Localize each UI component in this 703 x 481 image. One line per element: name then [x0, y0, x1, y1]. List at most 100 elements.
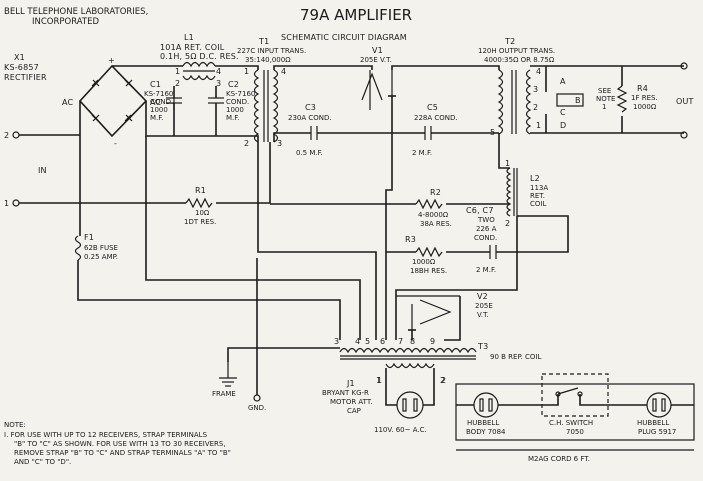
note-line-3: REMOVE STRAP "B" TO "C" AND STRAP TERMIN…	[14, 449, 231, 457]
plug-brand: HUBBELL	[637, 419, 669, 427]
c6c7-qty: TWO	[477, 216, 495, 224]
frame-ground: FRAME	[212, 362, 237, 398]
r4-ref: R4	[637, 84, 648, 93]
l2-pin-2: 2	[505, 219, 510, 228]
j1-brand: BRYANT KG-R	[322, 389, 369, 397]
l1-pin-4: 4	[216, 67, 221, 76]
c1-unit: M.F.	[150, 114, 163, 122]
wiring	[19, 65, 694, 406]
l1-type: 101A RET. COIL	[160, 43, 225, 52]
r2-ref: R2	[430, 188, 441, 197]
coil-l2: 1 2 L2 113A RET. COIL	[505, 159, 548, 228]
note-line-2: "B" TO "C" AS SHOWN. FOR USE WITH 13 TO …	[14, 440, 226, 448]
resistor-r1: R1 10Ω 1DT RES.	[184, 186, 216, 226]
t2-pin-2: 2	[533, 103, 538, 112]
t2-terminal-b: B	[575, 96, 581, 105]
v1-type: 205E V.T.	[360, 56, 392, 64]
frame-label: FRAME	[212, 390, 236, 398]
input-terminal-1	[12, 199, 20, 207]
t3-pin-9: 9	[430, 337, 435, 346]
t3-pin-4: 4	[355, 337, 360, 346]
note-heading: NOTE:	[4, 421, 26, 429]
rectifier-x1: X1 KS-6857 RECTIFIER AC AC + -	[4, 53, 161, 148]
tube-v1: V1 205E V.T.	[360, 46, 396, 110]
fuse-f1: F1 62B FUSE 0.25 AMP.	[74, 233, 118, 261]
coil-l1: L1 101A RET. COIL 0.1H, 5Ω D.C. RES. 1 4…	[160, 33, 239, 88]
v2-type: 205E	[475, 302, 493, 310]
t3-pin-5: 5	[365, 337, 370, 346]
c1-type: COND.	[150, 98, 173, 106]
transformer-t1: T1 227C INPUT TRANS. 35:140,000Ω 1 4 2 3	[237, 37, 306, 148]
l1-spec: 0.1H, 5Ω D.C. RES.	[160, 52, 239, 61]
v1-ref: V1	[372, 46, 383, 55]
rectifier-ref: X1	[14, 53, 25, 62]
l1-ref: L1	[184, 33, 194, 42]
l1-pin-3: 3	[216, 79, 221, 88]
switch-name: C.H. SWITCH	[549, 419, 593, 427]
gnd-terminal: GND.	[248, 394, 266, 412]
t3-pin-6: 6	[380, 337, 385, 346]
t1-pin-1: 1	[244, 67, 249, 76]
c2-type: COND.	[226, 98, 249, 106]
cord-caption: M2AG CORD 6 FT.	[528, 455, 590, 463]
l2-type: 113A	[530, 184, 548, 192]
r2-value: 4-8000Ω	[418, 211, 449, 219]
v2-vt: V.T.	[477, 311, 489, 319]
c3-ref: C3	[305, 103, 316, 112]
t2-ref: T2	[504, 37, 515, 46]
see-note-line2: NOTE	[596, 95, 615, 103]
t3-ref: T3	[477, 342, 488, 351]
r4-value: 1000Ω	[633, 103, 657, 111]
l2-ret: RET.	[530, 192, 545, 200]
capacitor-c3: C3 230A COND. 0.5 M.F.	[288, 103, 332, 157]
company-name: BELL TELEPHONE LABORATORIES,	[4, 7, 148, 17]
r3-type: 18BH RES.	[410, 267, 447, 275]
resistor-r3: R3 1000Ω 18BH RES.	[405, 235, 447, 275]
c6c7-ref: C6, C7	[466, 206, 494, 215]
t2-terminal-a: A	[560, 77, 566, 86]
c2-part: KS-7160	[226, 90, 255, 98]
input-label: IN	[38, 166, 47, 175]
r2-type: 38A RES.	[420, 220, 452, 228]
t2-terminal-c: C	[560, 108, 566, 117]
j1-pin-1: 1	[377, 376, 382, 385]
v2-ref: V2	[477, 292, 488, 301]
c5-value: 2 M.F.	[412, 149, 432, 157]
input-pin-2: 2	[4, 131, 9, 140]
diagram-subtitle: SCHEMATIC CIRCUIT DIAGRAM	[281, 33, 407, 42]
see-note-line3: 1	[602, 103, 606, 111]
c2-value: 1000	[226, 106, 244, 114]
company-suffix: INCORPORATED	[32, 17, 99, 27]
l1-pin-1: 1	[175, 67, 180, 76]
j1-ref: J1	[346, 379, 355, 388]
cord-assembly: HUBBELL BODY 7084 C.H. SWITCH 7050 HUBBE…	[455, 373, 695, 463]
f1-rating: 0.25 AMP.	[84, 253, 118, 261]
ch-switch	[541, 373, 609, 417]
t1-ref: T1	[258, 37, 269, 46]
j1-cap: CAP	[347, 407, 361, 415]
switch-part: 7050	[566, 428, 584, 436]
l2-pin-1: 1	[505, 159, 510, 168]
t2-terminal-d: D	[560, 121, 566, 130]
diagram-title: 79A AMPLIFIER	[300, 6, 412, 24]
note-line-1: I. FOR USE WITH UP TO 12 RECEIVERS, STRA…	[4, 431, 208, 439]
input-pin-1: 1	[4, 199, 9, 208]
c5-ref: C5	[427, 103, 438, 112]
input-terminals: 2 IN 1	[4, 131, 47, 208]
t2-pin-3: 3	[533, 85, 538, 94]
c3-value: 0.5 M.F.	[296, 149, 323, 157]
r1-type: 1DT RES.	[184, 218, 216, 226]
c6c7-type: 226 A	[476, 225, 497, 233]
tube-v2: V2 205E V.T.	[396, 292, 493, 331]
r3-value: 1000Ω	[412, 258, 436, 266]
t2-type: 120H OUTPUT TRANS.	[478, 47, 555, 55]
t3-type: 90 B REP. COIL	[490, 353, 541, 361]
t1-pin-2: 2	[244, 139, 249, 148]
t2-pin-4: 4	[536, 67, 541, 76]
j1-type: MOTOR ATT.	[330, 398, 373, 406]
rectifier-minus: -	[114, 139, 117, 148]
c1-value: 1000	[150, 106, 168, 114]
body-brand: HUBBELL	[467, 419, 499, 427]
rectifier-plus: +	[108, 56, 115, 65]
